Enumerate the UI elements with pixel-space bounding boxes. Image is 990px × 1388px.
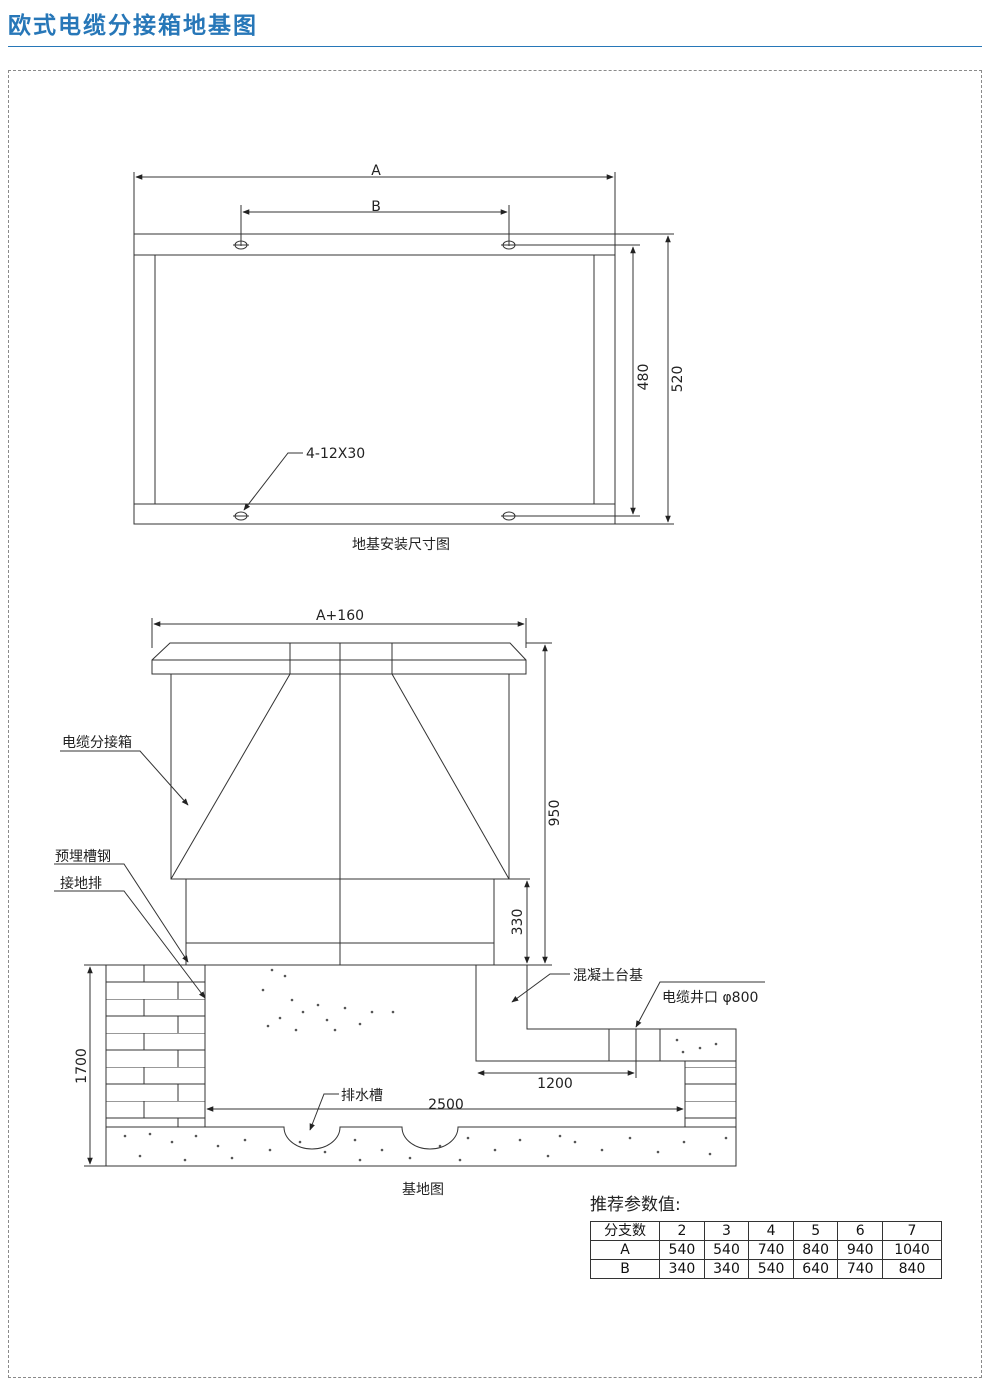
dim-330-label: 330 <box>510 909 526 936</box>
table-cell: 2 <box>659 1221 705 1241</box>
table-cell: 840 <box>792 1240 839 1260</box>
table-cell: 3 <box>703 1221 750 1241</box>
table-cell: 640 <box>792 1259 839 1279</box>
drawing-frame <box>8 70 982 1378</box>
dim-950-label: 950 <box>547 800 563 827</box>
section-view <box>106 618 552 966</box>
leader-ground <box>54 890 206 999</box>
table-row: 分支数 2 3 4 5 6 7 <box>589 1221 942 1241</box>
table-cell: 540 <box>703 1240 750 1260</box>
dim-2500-label: 2500 <box>428 1097 464 1113</box>
label-channel-steel: 预埋槽钢 <box>55 849 111 865</box>
header-rule <box>8 46 982 47</box>
cabinet-roof <box>151 642 527 675</box>
aggregate-texture <box>123 968 728 1162</box>
label-cable-box: 电缆分接箱 <box>62 734 132 751</box>
dim-1700-label: 1700 <box>74 1048 90 1084</box>
table-cell: 分支数 <box>589 1221 661 1241</box>
plan-frame-outer <box>133 233 616 525</box>
table-row: B 340 340 540 640 740 840 <box>589 1259 942 1279</box>
label-concrete-plinth: 混凝土台基 <box>573 967 643 984</box>
label-drain: 排水槽 <box>341 1088 383 1104</box>
table-cell: 4 <box>748 1221 794 1241</box>
table-cell: 940 <box>837 1240 884 1260</box>
dim-520-label: 520 <box>670 366 686 393</box>
leader-box <box>60 750 189 806</box>
cable-well-wall <box>608 1028 737 1062</box>
leader-channel <box>54 863 189 963</box>
floor-slab <box>105 1126 737 1167</box>
section-caption: 基地图 <box>402 1181 444 1198</box>
table-cell: 6 <box>837 1221 884 1241</box>
label-ground-bar: 接地排 <box>60 875 102 892</box>
dim-b-label: B <box>371 199 381 215</box>
params-title: 推荐参数值: <box>590 1195 681 1215</box>
table-cell: 540 <box>748 1259 794 1279</box>
brick-wall-left <box>105 964 206 1128</box>
table-cell: 840 <box>882 1259 942 1279</box>
table-cell: 7 <box>882 1221 942 1241</box>
page-title: 欧式电缆分接箱地基图 <box>8 13 258 39</box>
leader-drain <box>309 1093 339 1131</box>
table-cell: B <box>589 1259 661 1279</box>
hole-spec-label: 4-12X30 <box>306 446 365 462</box>
dim-480-label: 480 <box>636 364 652 391</box>
table-cell: 740 <box>837 1259 884 1279</box>
table-cell: 5 <box>792 1221 839 1241</box>
dim-a-label: A <box>371 163 381 179</box>
leader-cable-well <box>635 981 765 1028</box>
params-table: 分支数 2 3 4 5 6 7 A 540 540 740 840 940 10… <box>589 1221 942 1279</box>
table-cell: A <box>589 1240 661 1260</box>
brick-wall-right <box>684 1060 737 1128</box>
dim-1200-label: 1200 <box>537 1076 573 1092</box>
plan-view <box>133 172 674 525</box>
table-cell: 340 <box>659 1259 705 1279</box>
table-cell: 740 <box>748 1240 794 1260</box>
hole-leader <box>243 452 303 511</box>
foundation-pit <box>105 964 737 1167</box>
dim-a160-label: A+160 <box>316 608 364 624</box>
leader-concrete <box>511 973 570 1003</box>
table-cell: 540 <box>659 1240 705 1260</box>
plan-caption: 地基安装尺寸图 <box>352 536 450 553</box>
table-cell: 1040 <box>882 1240 942 1260</box>
table-cell: 340 <box>703 1259 750 1279</box>
label-cable-well: 电缆井口 φ800 <box>662 990 758 1006</box>
table-row: A 540 540 740 840 940 1040 <box>589 1240 942 1260</box>
